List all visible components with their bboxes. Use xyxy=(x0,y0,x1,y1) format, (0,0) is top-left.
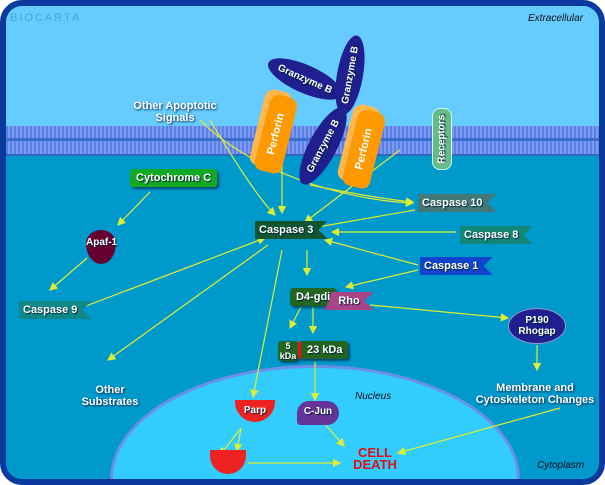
arrow xyxy=(323,422,345,447)
receptors-label: Receptors xyxy=(436,114,448,164)
biocarta-logo: BIOCARTA xyxy=(10,12,82,24)
apaf-1[interactable]: Apaf-1 xyxy=(86,230,117,264)
arrow xyxy=(396,407,561,456)
arrow xyxy=(209,119,276,216)
cytoplasm-label: Cytoplasm xyxy=(537,460,585,471)
arrow xyxy=(323,237,419,266)
receptors[interactable]: Receptors xyxy=(432,108,452,170)
arrow xyxy=(49,257,88,291)
p190-rhogap[interactable]: P190 Rhogap xyxy=(508,308,566,344)
parp[interactable]: Parp xyxy=(235,400,275,422)
arrow xyxy=(310,209,416,231)
arrow xyxy=(107,244,269,361)
fragment-23kda[interactable]: 23 kDa xyxy=(298,341,349,359)
rho[interactable]: Rho xyxy=(324,292,374,310)
caspase-8[interactable]: Caspase 8 xyxy=(460,226,533,244)
arrow xyxy=(289,306,302,330)
extracellular-label: Extracellular xyxy=(528,13,584,24)
perforin-label: Perforin xyxy=(265,112,287,156)
arrow xyxy=(344,269,419,290)
membrane-cytoskeleton-changes: Membrane and Cytoskeleton Changes xyxy=(475,382,595,406)
cell-death: CELL DEATH xyxy=(353,445,397,472)
caspase-3[interactable]: Caspase 3 xyxy=(255,221,328,239)
caspase-1[interactable]: Caspase 1 xyxy=(420,257,493,275)
arrow xyxy=(85,236,267,307)
caspase-10[interactable]: Caspase 10 xyxy=(418,194,497,212)
d4-gdi[interactable]: D4-gdi xyxy=(290,288,337,306)
arrow xyxy=(117,191,151,226)
fragment-5kda[interactable]: 5 kDa xyxy=(278,341,298,361)
other-apoptotic-signals: Other Apoptotic Signals xyxy=(133,100,217,124)
cell-membrane xyxy=(6,126,599,156)
cytochrome-c[interactable]: Cytochrome C xyxy=(130,169,218,187)
other-substrates: Other Substrates xyxy=(81,384,139,408)
caspase-9[interactable]: Caspase 9 xyxy=(19,301,92,319)
arrow xyxy=(250,249,283,399)
arrow xyxy=(234,427,243,453)
c-jun[interactable]: C-Jun xyxy=(297,401,339,425)
perforin-label: Perforin xyxy=(353,127,375,171)
nucleus-label: Nucleus xyxy=(355,391,392,402)
arrow xyxy=(369,304,510,322)
